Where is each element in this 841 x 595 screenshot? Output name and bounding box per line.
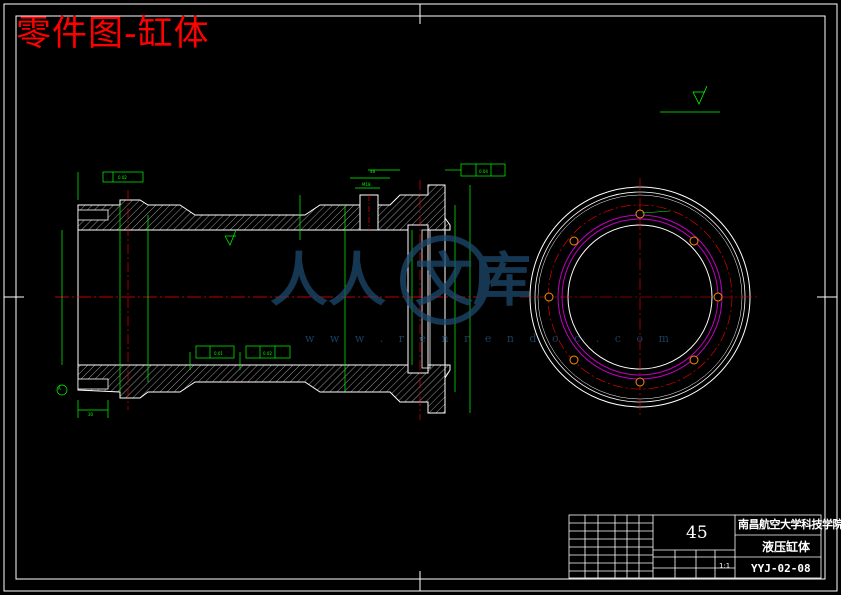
svg-text:文库: 文库 bbox=[415, 246, 531, 314]
right-bore-groove bbox=[421, 229, 431, 369]
bolt-hole bbox=[689, 236, 699, 246]
school-name: 南昌航空大学科技学院 bbox=[738, 518, 841, 531]
svg-text:A: A bbox=[58, 386, 61, 391]
section-view bbox=[55, 180, 478, 420]
bolt-hole bbox=[635, 209, 645, 219]
svg-text:0.02: 0.02 bbox=[263, 351, 272, 356]
watermark-url: w w w . r e n r e n d o c . c o m bbox=[305, 332, 675, 345]
bolt-hole bbox=[635, 377, 645, 387]
svg-text:0.01: 0.01 bbox=[214, 351, 223, 356]
general-roughness-mark bbox=[660, 85, 720, 113]
bolt-hole bbox=[569, 236, 579, 246]
drawing-title: 零件图-缸体 bbox=[16, 14, 210, 54]
bolt-hole bbox=[713, 292, 723, 302]
svg-text:M18: M18 bbox=[362, 182, 371, 187]
part-name: 液压缸体 bbox=[762, 540, 811, 554]
end-view bbox=[520, 178, 760, 418]
svg-text:0.04: 0.04 bbox=[479, 169, 488, 174]
svg-text:0.02: 0.02 bbox=[118, 175, 127, 180]
centering-marks bbox=[4, 4, 837, 591]
title-block bbox=[568, 514, 822, 579]
thread-hole-bottom bbox=[77, 378, 109, 390]
dimension-labels: 0.02 0.04 0.01 0.02 M18 48 30 A bbox=[58, 169, 488, 417]
svg-text:人人: 人人 bbox=[270, 246, 386, 314]
svg-text:30: 30 bbox=[88, 412, 94, 417]
dimensions bbox=[56, 163, 506, 418]
material-label: 45 bbox=[686, 523, 708, 543]
thread-hole-top bbox=[77, 209, 109, 221]
watermark-logo: 人人 文库 bbox=[270, 235, 531, 325]
bolt-hole bbox=[544, 292, 554, 302]
bolt-hole bbox=[689, 355, 699, 365]
cylinder-bottom-wall bbox=[77, 364, 451, 414]
svg-text:48: 48 bbox=[370, 169, 376, 174]
bolt-hole bbox=[569, 355, 579, 365]
drawing-number: YYJ-02-08 bbox=[751, 562, 811, 575]
scale-label: 1:1 bbox=[719, 562, 731, 570]
bolt-holes bbox=[544, 209, 723, 387]
cylinder-top-wall bbox=[77, 184, 451, 231]
